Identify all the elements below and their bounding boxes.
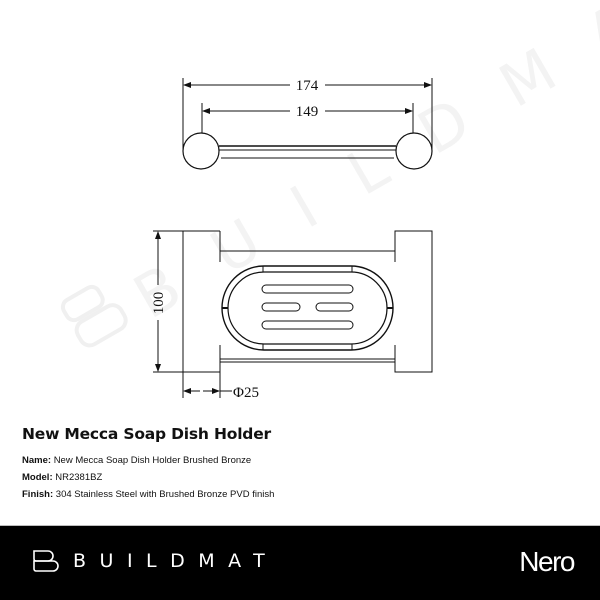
spec-value: New Mecca Soap Dish Holder Brushed Bronz… <box>53 455 252 466</box>
spec-label: Name: <box>22 455 52 466</box>
top-view <box>182 78 433 170</box>
spec-value: 304 Stainless Steel with Brushed Bronze … <box>55 489 275 500</box>
technical-drawing: 174 149 100 Φ25 <box>151 78 433 401</box>
spec-label: Model: <box>22 472 53 483</box>
spec-label: Finish: <box>22 489 54 500</box>
spec-finish: Finish: 304 Stainless Steel with Brushed… <box>22 486 274 503</box>
front-view <box>153 230 433 398</box>
dim-diameter: Φ25 <box>233 385 259 401</box>
footer-bar: BUILDMAT Nero <box>0 525 600 600</box>
product-info: New Mecca Soap Dish Holder Name: New Mec… <box>22 425 274 503</box>
dim-overall-width: 174 <box>296 78 319 94</box>
nero-logo: Nero <box>519 546 575 577</box>
dim-height: 100 <box>151 292 167 315</box>
dim-inner-width: 149 <box>296 104 319 120</box>
spec-name: Name: New Mecca Soap Dish Holder Brushed… <box>22 452 274 469</box>
spec-value: NR2381BZ <box>55 472 103 483</box>
buildmat-b-logo-icon <box>33 550 59 572</box>
buildmat-logo: BUILDMAT <box>33 550 278 572</box>
product-title: New Mecca Soap Dish Holder <box>22 425 271 443</box>
buildmat-wordmark: BUILDMAT <box>73 550 279 572</box>
spec-model: Model: NR2381BZ <box>22 469 274 486</box>
